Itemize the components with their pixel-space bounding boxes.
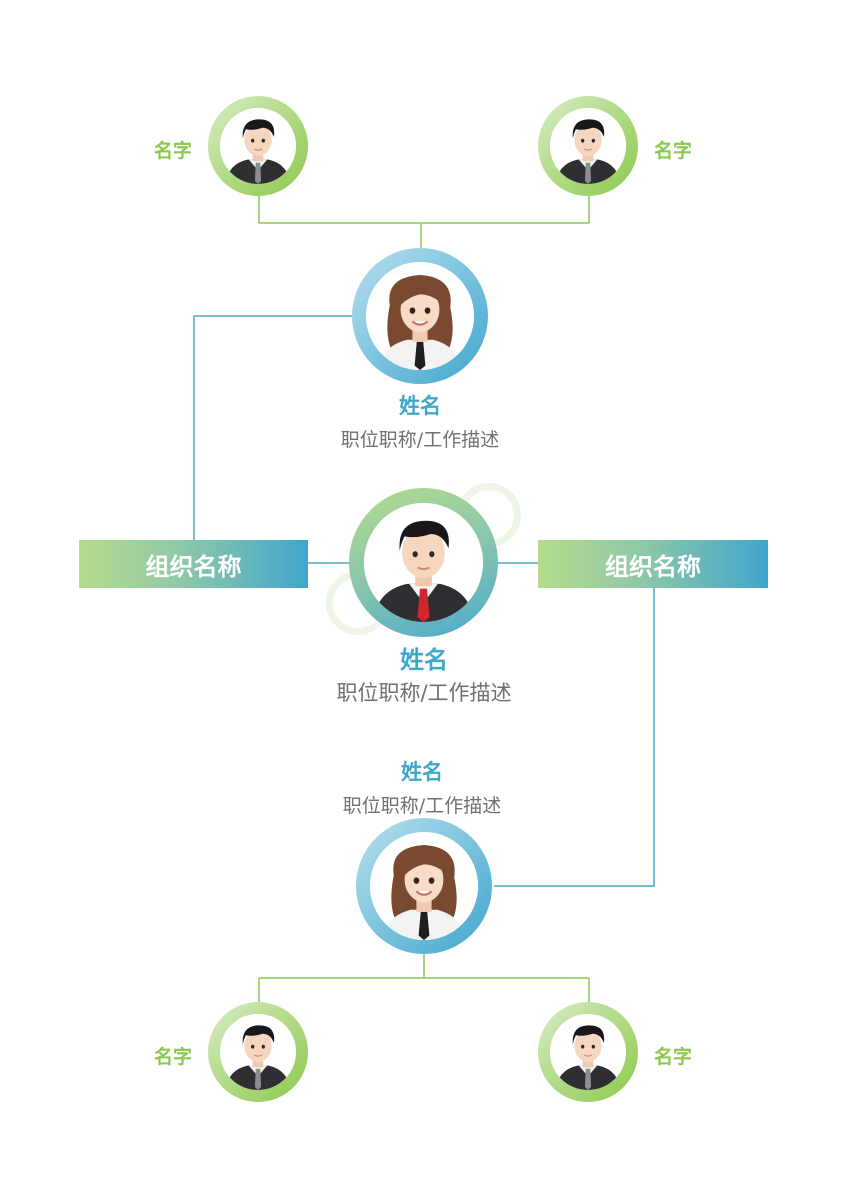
right-org-lines: [494, 562, 655, 887]
lower-center-name: 姓名: [401, 760, 443, 784]
male-avatar-icon: [364, 503, 483, 622]
bottom-left-avatar[interactable]: [208, 1002, 308, 1102]
upper-center-name: 姓名: [399, 394, 441, 418]
bottom-left-name: 名字: [154, 1046, 193, 1068]
bottom-right-avatar[interactable]: [538, 1002, 638, 1102]
center-name: 姓名: [400, 646, 448, 674]
female-avatar-icon: [370, 832, 478, 940]
upper-center-avatar[interactable]: [352, 248, 488, 384]
lower-center-title: 职位职称/工作描述: [342, 795, 502, 817]
bottom-branch-lines: [258, 954, 590, 1002]
male-avatar-icon: [220, 108, 296, 184]
top-left-name: 名字: [154, 140, 193, 162]
left-org-lines: [193, 315, 352, 564]
org-left-box[interactable]: 组织名称: [79, 540, 308, 588]
center-title: 职位职称/工作描述: [336, 681, 512, 705]
male-avatar-icon: [550, 1014, 626, 1090]
female-avatar-icon: [366, 262, 474, 370]
upper-center-title: 职位职称/工作描述: [340, 429, 500, 451]
org-right-box[interactable]: 组织名称: [538, 540, 768, 588]
bottom-right-name: 名字: [654, 1046, 693, 1068]
center-avatar[interactable]: [349, 488, 498, 637]
top-right-name: 名字: [654, 140, 693, 162]
top-left-avatar[interactable]: [208, 96, 308, 196]
top-branch-lines: [258, 196, 590, 248]
male-avatar-icon: [550, 108, 626, 184]
male-avatar-icon: [220, 1014, 296, 1090]
top-right-avatar[interactable]: [538, 96, 638, 196]
lower-center-avatar[interactable]: [356, 818, 492, 954]
